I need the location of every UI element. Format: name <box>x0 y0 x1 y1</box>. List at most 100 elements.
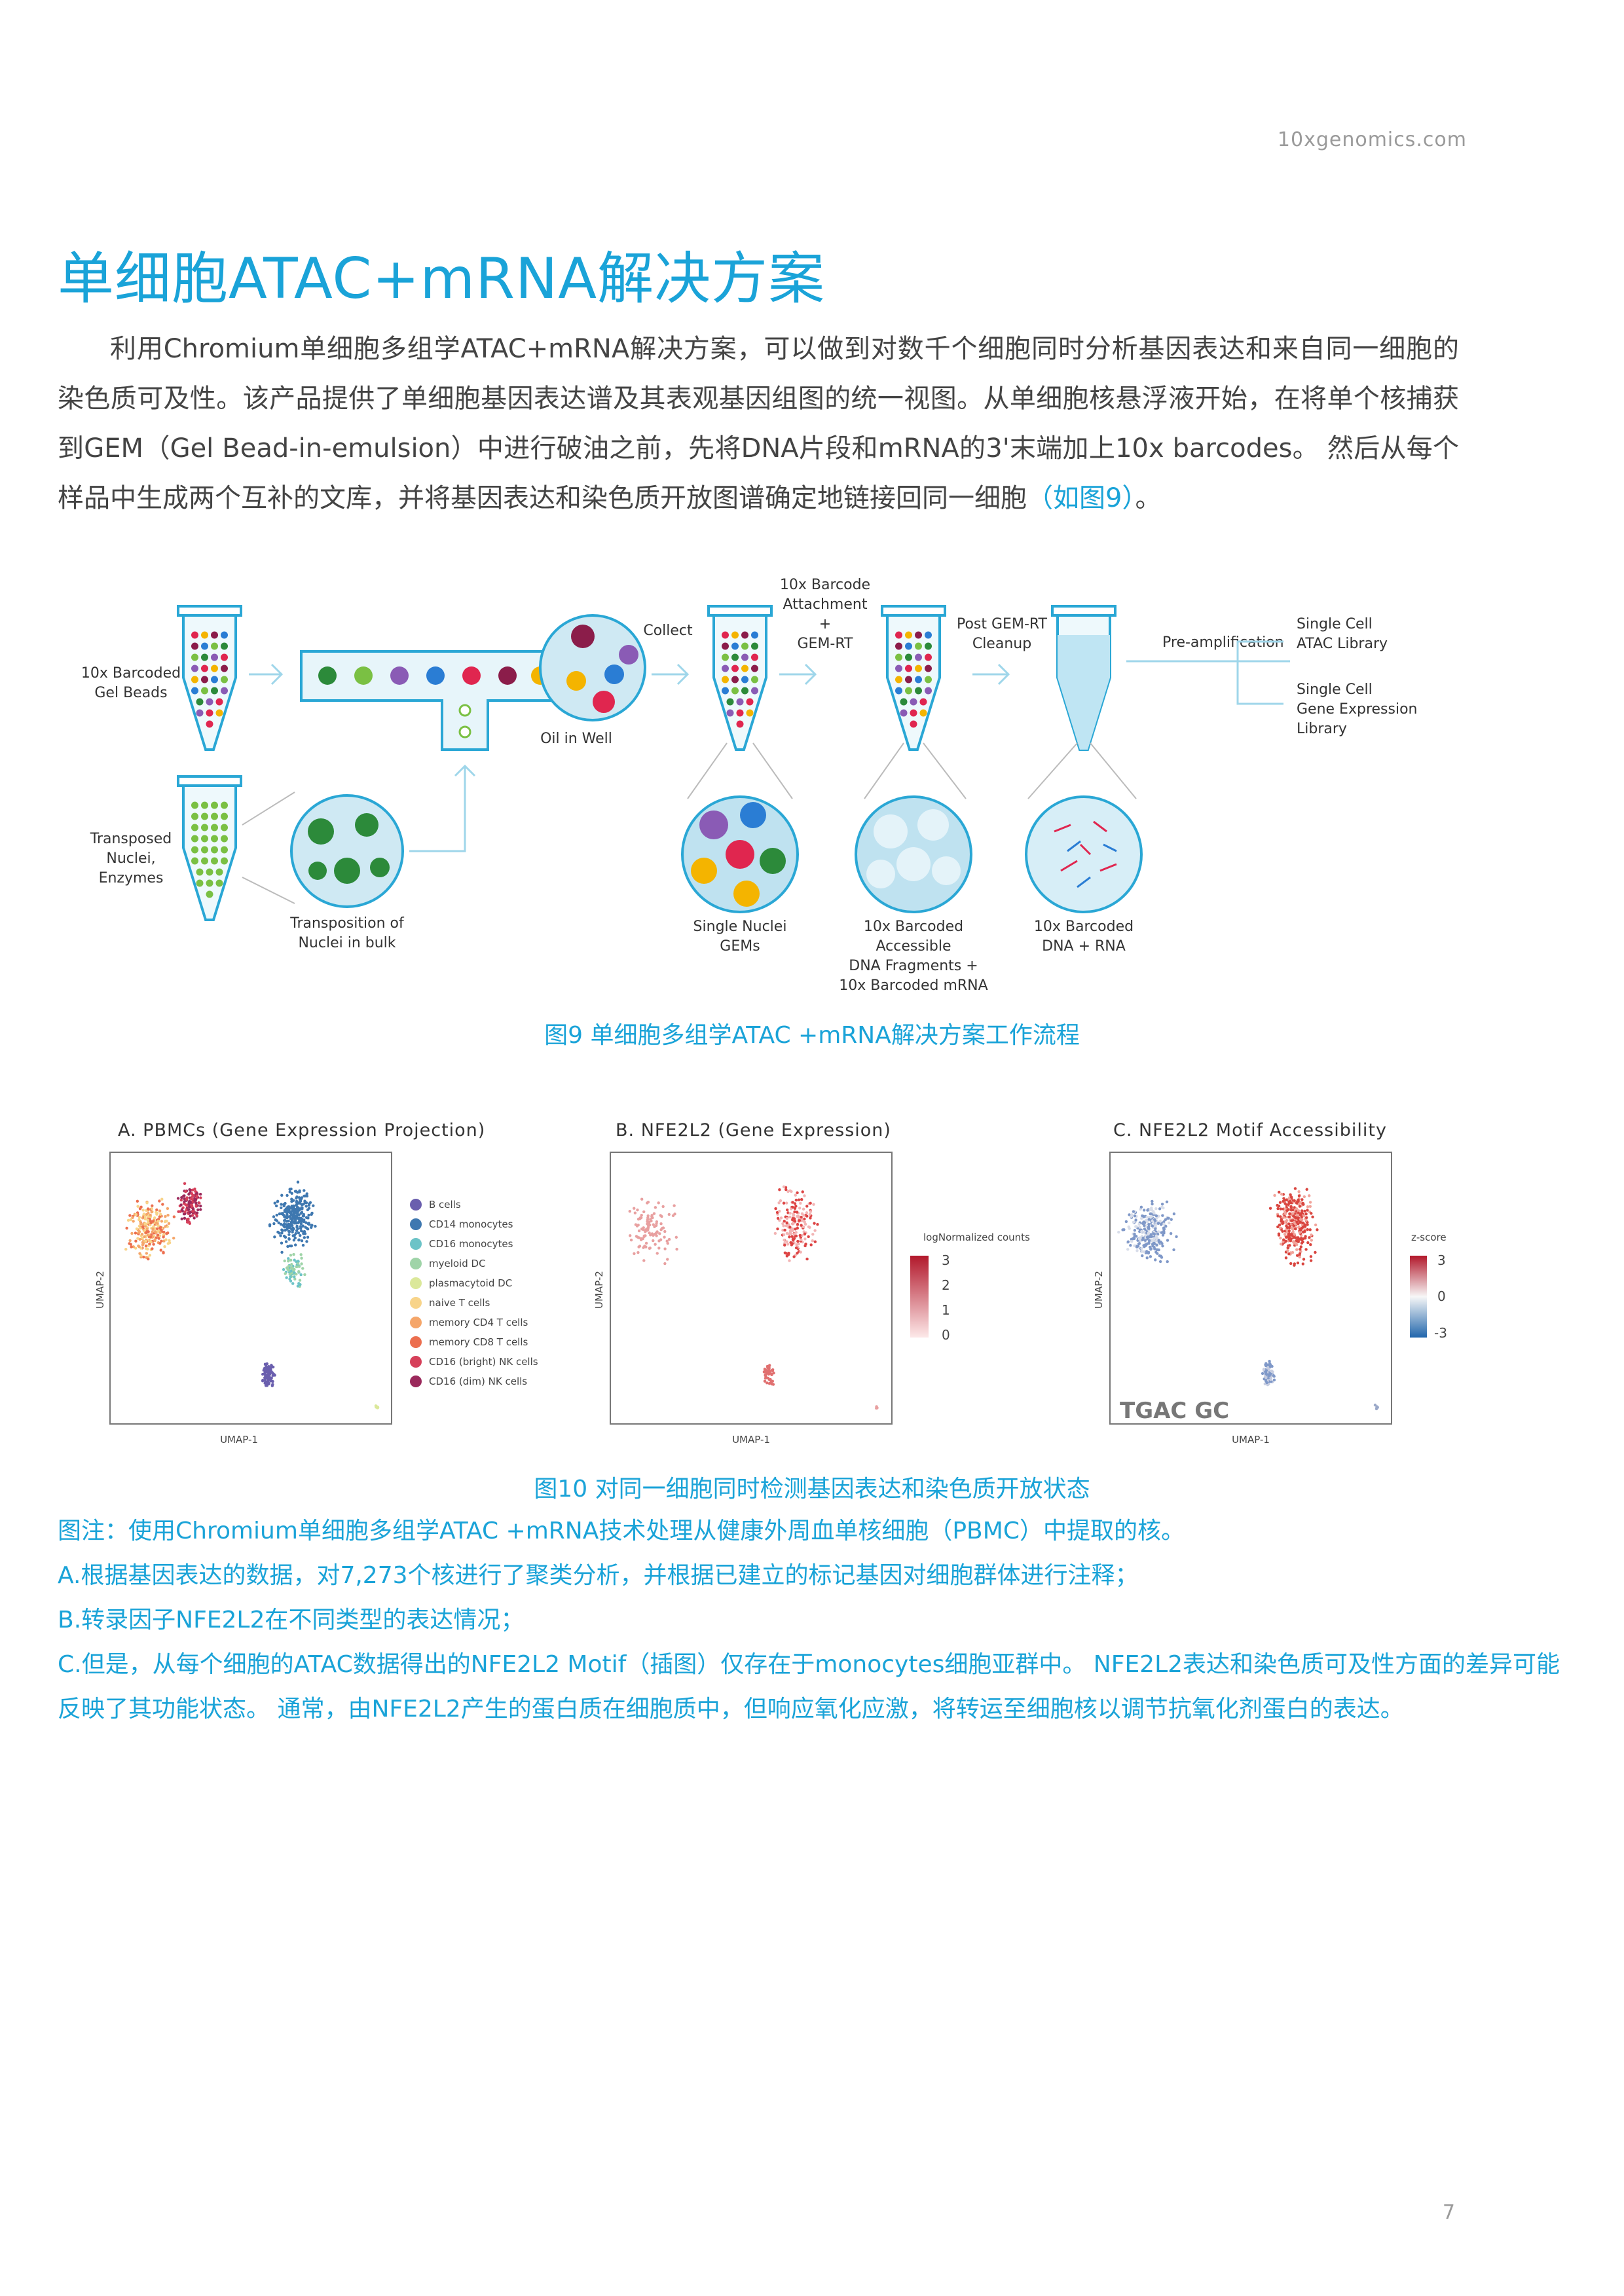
scatter-point <box>146 1207 150 1211</box>
scatter-point <box>299 1222 303 1226</box>
scatter-point <box>292 1239 296 1242</box>
scatter-point <box>1162 1231 1166 1235</box>
scatter-point <box>675 1247 678 1251</box>
scatter-point <box>139 1222 143 1226</box>
scatter-point <box>1375 1406 1378 1410</box>
bead <box>221 812 228 820</box>
scatter-point <box>298 1198 302 1201</box>
panel-b-xlabel: UMAP-1 <box>732 1434 770 1446</box>
scatter-point <box>1308 1236 1311 1239</box>
svg-text:ATAC Library: ATAC Library <box>1297 636 1388 652</box>
scatter-point <box>796 1222 800 1226</box>
scatter-point <box>774 1207 777 1211</box>
scatter-point <box>1153 1242 1156 1245</box>
scatter-point <box>1289 1262 1293 1266</box>
scatter-point <box>1147 1241 1151 1245</box>
scatter-point <box>143 1217 147 1221</box>
scatter-point <box>124 1248 128 1251</box>
scatter-point <box>282 1267 286 1271</box>
scatter-point <box>1304 1237 1307 1240</box>
scatter-point <box>1288 1225 1292 1228</box>
scatter-point <box>657 1201 660 1205</box>
scatter-point <box>185 1208 189 1212</box>
site-url[interactable]: 10xgenomics.com <box>1277 128 1467 151</box>
scatter-point <box>294 1231 297 1235</box>
scatter-point <box>1146 1209 1149 1212</box>
scatter-point <box>141 1237 144 1240</box>
legend-swatch <box>410 1238 422 1250</box>
scatter-point <box>1154 1227 1157 1230</box>
scatter-point <box>1262 1368 1266 1372</box>
scatter-point <box>1143 1239 1147 1242</box>
scatter-point <box>1142 1244 1145 1247</box>
bead <box>221 846 228 854</box>
scatter-point <box>1133 1234 1136 1238</box>
scatter-point <box>1140 1247 1143 1250</box>
scatter-point <box>776 1216 780 1220</box>
scatter-point <box>1142 1250 1146 1254</box>
scatter-point <box>301 1203 304 1207</box>
scatter-point <box>1294 1216 1297 1220</box>
scatter-point <box>1160 1231 1163 1234</box>
bead <box>751 631 758 639</box>
scatter-point <box>639 1238 643 1242</box>
scatter-point <box>152 1243 155 1246</box>
scatter-point <box>1161 1214 1164 1217</box>
scatter-point <box>285 1225 288 1229</box>
scatter-point <box>785 1221 788 1225</box>
scatter-point <box>799 1201 802 1205</box>
scatter-point <box>663 1230 667 1233</box>
scatter-point <box>1130 1213 1134 1216</box>
scatter-point <box>1124 1220 1128 1224</box>
svg-text:Nuclei,: Nuclei, <box>106 850 155 867</box>
scatter-point <box>297 1260 300 1263</box>
scatter-point <box>132 1220 135 1223</box>
colorbar-b-tick: 2 <box>942 1277 950 1293</box>
scatter-point <box>1154 1224 1157 1227</box>
scatter-point <box>1298 1205 1302 1208</box>
scatter-point <box>158 1212 162 1216</box>
scatter-point <box>1311 1215 1314 1219</box>
scatter-point <box>149 1213 152 1217</box>
scatter-point <box>1164 1224 1168 1228</box>
scatter-point <box>792 1217 796 1220</box>
scatter-point <box>1147 1227 1150 1230</box>
scatter-point <box>295 1229 299 1233</box>
scatter-point <box>187 1217 190 1221</box>
page-number: 7 <box>1442 2201 1455 2224</box>
note-line: A.根据基因表达的数据，对7,273个核进行了聚类分析，并根据已建立的标记基因对… <box>58 1562 1139 1589</box>
colorbar-c-tick: 3 <box>1437 1252 1446 1268</box>
scatter-point <box>136 1205 139 1208</box>
scatter-point <box>1301 1240 1304 1244</box>
scatter-point <box>287 1257 290 1260</box>
scatter-point <box>128 1214 132 1217</box>
scatter-point <box>295 1195 299 1199</box>
scatter-point <box>303 1189 306 1192</box>
scatter-point <box>162 1230 166 1234</box>
scatter-point <box>1282 1199 1285 1203</box>
scatter-point <box>1157 1214 1160 1218</box>
scatter-point <box>777 1201 781 1205</box>
colorbar-b-tick: 1 <box>942 1302 950 1318</box>
scatter-point <box>666 1258 669 1261</box>
scatter-point <box>158 1231 162 1234</box>
scatter-point <box>1155 1216 1158 1220</box>
scatter-point <box>803 1217 806 1221</box>
scatter-point <box>130 1231 134 1235</box>
figure-link[interactable]: （如图9） <box>1027 483 1135 513</box>
scatter-point <box>300 1262 303 1266</box>
scatter-point <box>636 1208 639 1212</box>
scatter-point <box>1145 1235 1149 1239</box>
scatter-point <box>1291 1250 1295 1254</box>
scatter-point <box>275 1219 279 1222</box>
scatter-point <box>1305 1188 1308 1191</box>
scatter-point <box>292 1210 296 1213</box>
scatter-point <box>1310 1239 1313 1242</box>
scatter-point <box>1291 1226 1294 1230</box>
scatter-point <box>310 1211 314 1215</box>
bead <box>196 698 204 706</box>
scatter-point <box>1289 1206 1293 1209</box>
scatter-point <box>1276 1214 1280 1218</box>
scatter-point <box>289 1275 292 1279</box>
scatter-point <box>1153 1218 1156 1222</box>
